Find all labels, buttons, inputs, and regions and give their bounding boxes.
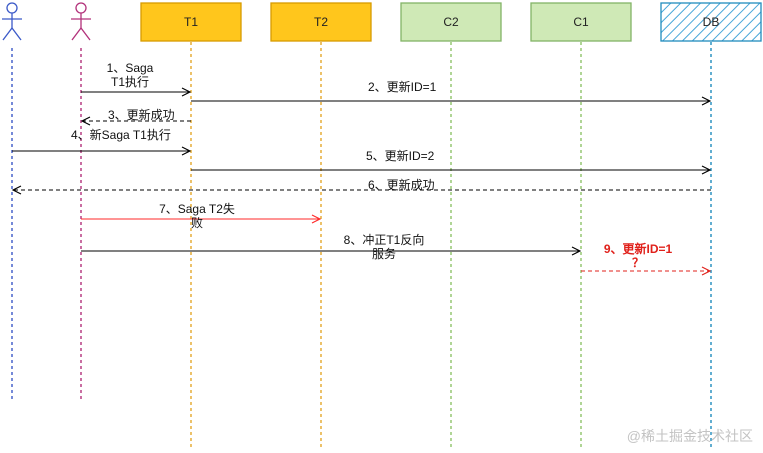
participant-box-c2 [400, 2, 502, 42]
participant-label-c1: C1 [573, 15, 589, 29]
actor1-icon [2, 2, 22, 41]
msg3-label: 3、更新成功 [108, 108, 175, 122]
msg6-label: 6、更新成功 [368, 178, 435, 192]
participant-label-c2: C2 [443, 15, 459, 29]
msg5-label: 5、更新ID=2 [366, 149, 435, 163]
watermark-text: @稀土掘金技术社区 [626, 428, 753, 444]
participant-label-db: DB [703, 15, 720, 29]
msg2-label: 2、更新ID=1 [368, 80, 437, 94]
participant-box-c1 [530, 2, 632, 42]
msg8-label: 8、冲正T1反向 服务 [343, 233, 425, 261]
participant-label-t1: T1 [184, 15, 198, 29]
participant-box-t2 [270, 2, 372, 42]
msg7-label: 7、Saga T2失 败 [159, 202, 235, 230]
actor2-icon [71, 2, 91, 41]
participant-label-t2: T2 [314, 15, 328, 29]
msg9-label: 9、更新ID=1 ？ [603, 242, 673, 270]
participant-box-db [660, 2, 762, 42]
msg1-label: 1、Saga T1执行 [106, 61, 154, 89]
participant-box-t1 [140, 2, 242, 42]
msg4-label: 4、新Saga T1执行 [71, 128, 171, 142]
